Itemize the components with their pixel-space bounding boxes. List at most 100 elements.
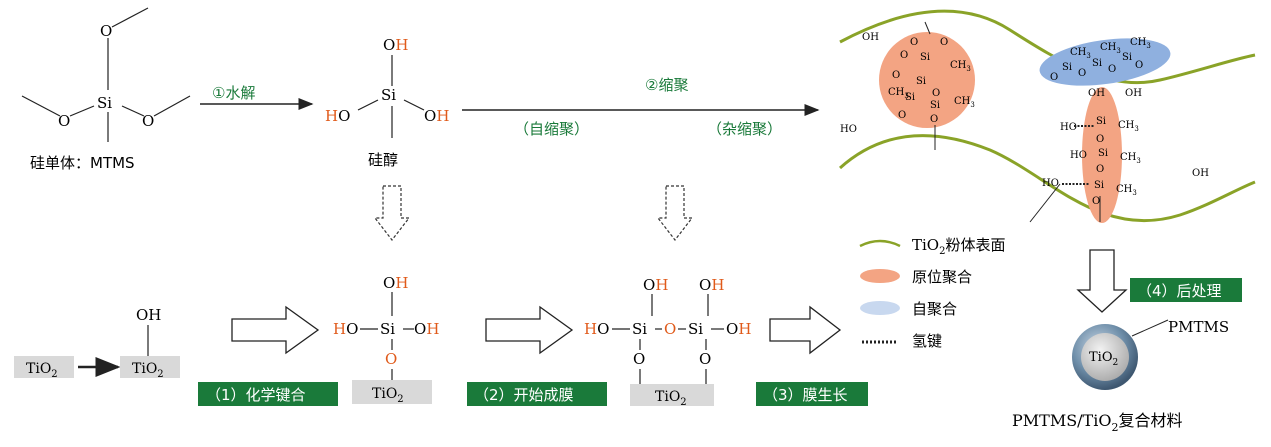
svg-text:CH3: CH3	[1116, 184, 1137, 197]
svg-text:CH3: CH3	[1130, 37, 1151, 50]
dashed-down-arrow-2	[656, 185, 694, 241]
svg-text:CH3: CH3	[1118, 120, 1139, 133]
stage-label-1: （1）化学键合	[198, 382, 338, 406]
svg-text:（1）化学键合: （1）化学键合	[206, 386, 306, 404]
svg-text:Si: Si	[916, 76, 926, 87]
svg-text:O: O	[1078, 68, 1086, 79]
svg-text:OH: OH	[1192, 168, 1209, 179]
svg-text:O: O	[898, 110, 906, 121]
legend-hbond-label: 氢键	[912, 332, 942, 350]
svg-text:O: O	[1092, 196, 1100, 207]
tio2-oh-label: TiO2	[132, 361, 164, 380]
legend-surface-swatch	[859, 239, 901, 248]
lower-surface-curve	[838, 134, 1256, 223]
post-treatment-arrow	[1076, 249, 1128, 313]
hollow-arrow-2	[485, 305, 574, 355]
hydrolysis-arrow: ①水解	[200, 84, 314, 110]
film-left-ho: HO	[584, 320, 609, 338]
stage-label-2: （2）开始成膜	[467, 382, 607, 406]
svg-text:O: O	[1096, 134, 1104, 145]
film-right-top-oh: OH	[699, 276, 724, 294]
svg-text:Si: Si	[1092, 58, 1102, 69]
tio2-start-label: TiO2	[26, 361, 58, 380]
silanol-top-o: OH	[383, 36, 408, 54]
legend-self-swatch	[860, 301, 900, 315]
composite-caption: PMTMS/TiO2复合材料	[1012, 411, 1182, 434]
film-bridge-o: O	[664, 320, 676, 338]
svg-text:O: O	[910, 37, 918, 48]
bonded-top-oh: OH	[383, 274, 408, 292]
silanol-si: Si	[381, 86, 396, 104]
silanol-structure: OH Si HO OH 硅醇	[325, 36, 449, 169]
legend: TiO2粉体表面 原位聚合 自聚合 氢键	[859, 236, 1006, 350]
svg-text:O: O	[1135, 60, 1143, 71]
svg-text:O: O	[940, 37, 948, 48]
stage-label-4: （4）后处理	[1130, 278, 1242, 302]
svg-text:O: O	[892, 70, 900, 81]
svg-text:Si: Si	[1096, 116, 1106, 127]
film-si-1: Si	[632, 320, 647, 338]
svg-text:CH3: CH3	[1070, 47, 1091, 60]
svg-text:Si: Si	[930, 100, 940, 111]
svg-text:OH: OH	[1125, 88, 1142, 99]
svg-text:HO: HO	[1060, 122, 1077, 133]
svg-text:CH3: CH3	[888, 87, 909, 100]
mtms-structure: O Si O O 硅单体：MTMS	[21, 7, 191, 172]
mtms-top-o: O	[100, 22, 112, 40]
mtms-left-o: O	[58, 112, 70, 130]
sphere-shell-label: PMTMS	[1168, 318, 1229, 336]
svg-text:O: O	[1050, 72, 1058, 83]
svg-text:Si: Si	[920, 52, 930, 63]
bonded-silanol: OH HO Si OH O TiO2	[333, 274, 439, 405]
svg-text:OH: OH	[1088, 88, 1105, 99]
svg-text:CH3: CH3	[950, 60, 971, 73]
svg-text:Si: Si	[1094, 180, 1104, 191]
film-start-molecule: OH OH HO Si O Si OH O O TiO2	[584, 276, 751, 408]
mtms-si: Si	[97, 94, 112, 112]
svg-text:Si: Si	[1062, 62, 1072, 73]
self-polymer-cluster	[1039, 38, 1171, 86]
svg-text:Si: Si	[1098, 148, 1108, 159]
svg-text:O: O	[932, 88, 940, 99]
film-right-oh: OH	[726, 320, 751, 338]
svg-text:Si: Si	[905, 92, 915, 103]
bonded-bridge-o: O	[385, 350, 397, 368]
sphere-core-label: TiO2	[1089, 350, 1118, 368]
composite-sphere: TiO2 PMTMS PMTMS/TiO2复合材料	[1012, 318, 1229, 434]
svg-text:Si: Si	[1122, 52, 1132, 63]
in-situ-cluster-1	[879, 32, 975, 128]
stage-label-3: （3）膜生长	[756, 382, 868, 406]
hydrolysis-label: ①水解	[212, 84, 255, 102]
in-situ-cluster-2	[1082, 87, 1122, 223]
bonded-left-ho: HO	[333, 320, 358, 338]
mtms-right-o: O	[142, 112, 154, 130]
svg-text:CH3: CH3	[1100, 42, 1121, 55]
film-left-top-oh: OH	[643, 276, 668, 294]
svg-text:O: O	[930, 114, 938, 125]
hollow-arrow-1	[231, 305, 320, 355]
film-tio2: TiO2	[655, 389, 687, 408]
bonded-right-oh: OH	[414, 320, 439, 338]
svg-text:HO: HO	[1070, 150, 1087, 161]
legend-surface-label: TiO2粉体表面	[912, 236, 1006, 257]
tio2-start: TiO2 TiO2 OH	[14, 306, 180, 380]
svg-text:O: O	[900, 50, 908, 61]
silanol-right-oh: OH	[424, 107, 449, 125]
film-si-2: Si	[688, 320, 703, 338]
mtms-caption: 硅单体：MTMS	[30, 154, 135, 172]
legend-in-situ-label: 原位聚合	[912, 268, 972, 286]
hetero-condensation-label: （杂缩聚）	[707, 120, 782, 138]
dashed-down-arrow-1	[373, 185, 411, 241]
silanol-caption: 硅醇	[368, 151, 398, 169]
film-o-right: O	[699, 350, 711, 368]
svg-text:（4）后处理: （4）后处理	[1137, 282, 1222, 300]
silanol-left-ho: HO	[325, 107, 350, 125]
film-o-left: O	[633, 350, 645, 368]
self-condensation-label: （自缩聚）	[514, 120, 589, 138]
svg-text:（3）膜生长: （3）膜生长	[763, 386, 848, 404]
tio2-oh: OH	[136, 306, 161, 324]
svg-text:O: O	[1108, 64, 1116, 75]
svg-text:O: O	[1096, 164, 1104, 175]
condensation-arrow: ②缩聚 （自缩聚） （杂缩聚）	[462, 76, 820, 138]
